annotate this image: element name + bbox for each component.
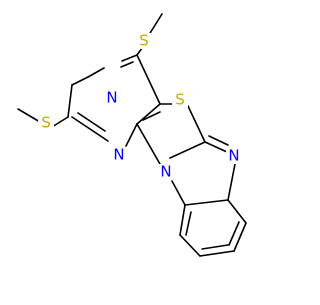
bond-benz-2 — [233, 222, 247, 252]
atom-n-pyr-top: N — [106, 89, 117, 107]
bond-c2-to-n3-end — [71, 76, 89, 86]
atom-s-ring: S — [175, 91, 185, 109]
bond-c4-n3 — [121, 54, 138, 62]
atom-n-pyr-bottom: N — [113, 146, 124, 164]
bond-nbridge-c9a — [136, 123, 161, 165]
atom-n-bridge: N — [160, 163, 171, 181]
bond-c9a-c4a — [136, 103, 161, 125]
label-bg — [172, 92, 188, 108]
bond-benz-5 — [179, 204, 186, 236]
bond-benz-4 — [179, 234, 201, 257]
bond-benz-1 — [227, 199, 247, 224]
molecule-diagram: S S S N N N N — [17, 13, 247, 257]
label-bg — [104, 90, 120, 106]
bond-c2-n1-double — [77, 112, 106, 132]
bond-benz-5-double — [185, 211, 192, 236]
bond-c2-n1 — [71, 116, 109, 142]
label-bg — [226, 148, 242, 164]
bond-s-left-c2 — [51, 116, 69, 128]
bond-c4a-c4 — [136, 54, 161, 105]
atom-s-top: S — [139, 32, 149, 50]
label-bg — [111, 147, 127, 163]
bond-imid-benz — [227, 163, 236, 201]
bond-c-n-imid-double — [208, 135, 229, 146]
bond-benz-fusion — [184, 199, 229, 206]
label-bg — [158, 164, 174, 180]
bond-n3-c2 — [87, 67, 105, 78]
bond-benz-2-double — [228, 221, 240, 246]
bond-c2-side — [67, 84, 73, 118]
bond-c-nbridge — [169, 141, 206, 159]
bond-methyl-left — [17, 108, 41, 123]
bond-c9a-c4a-double — [142, 111, 161, 121]
structure-svg: S S S N N N N — [17, 13, 247, 257]
bond-lines — [17, 13, 247, 257]
bond-c-n-imid — [204, 141, 228, 153]
bond-c4-n3-double — [120, 61, 134, 68]
label-bg — [38, 115, 54, 131]
bond-s-c — [187, 105, 206, 143]
bond-benz-3 — [199, 250, 235, 257]
label-bg — [136, 33, 152, 49]
atom-n-imidazole: N — [228, 147, 239, 165]
bond-n1-c9a — [125, 123, 138, 147]
bond-benz-3-double — [201, 244, 229, 250]
atom-s-left: S — [41, 114, 51, 132]
bond-nbridge-benz — [171, 180, 186, 206]
atom-labels: S S S N N N N — [38, 32, 242, 181]
